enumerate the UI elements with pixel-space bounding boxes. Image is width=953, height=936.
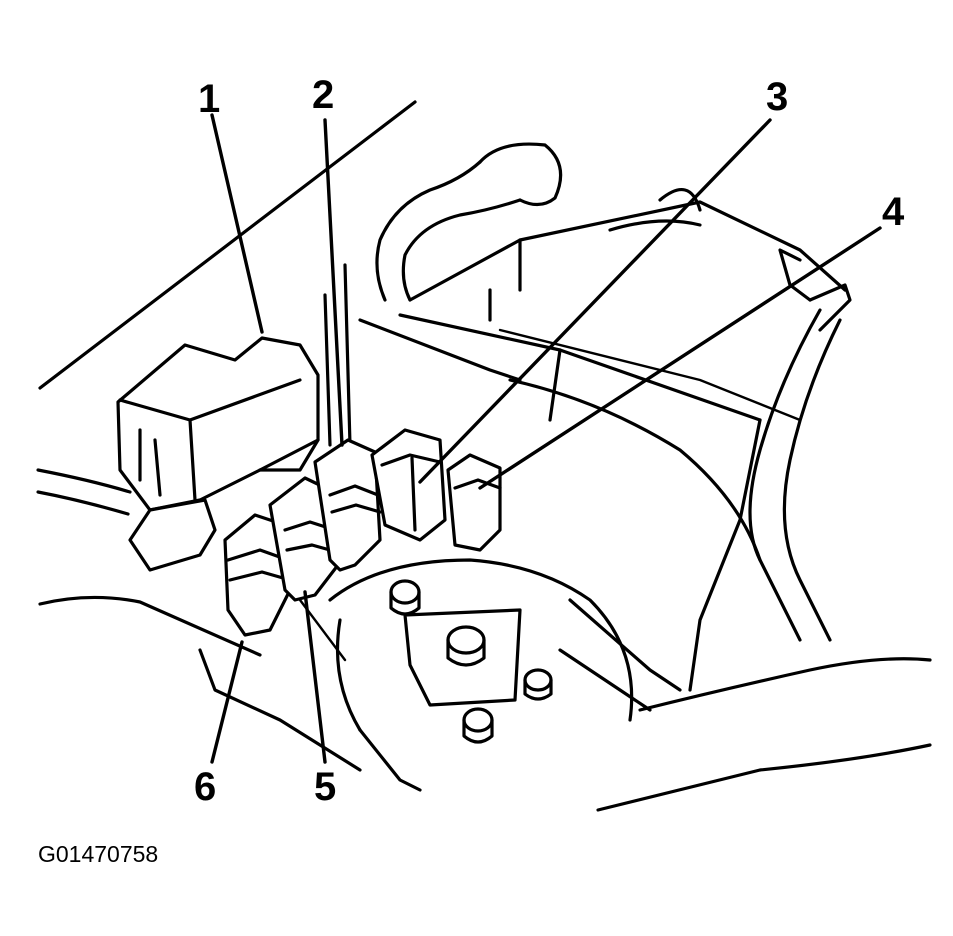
relay-icon-4 (446, 453, 502, 552)
hood-edge-lines (36, 100, 417, 657)
battery-icon (398, 188, 852, 692)
leader-5 (303, 590, 327, 764)
relay-icon-2 (313, 438, 382, 572)
callout-6: 6 (194, 765, 216, 809)
relay-icon-3 (370, 428, 447, 542)
callout-leaders (210, 113, 882, 764)
leader-4 (478, 226, 882, 490)
callout-4: 4 (882, 190, 905, 234)
leader-2 (323, 118, 344, 447)
fuse-box-icon (116, 336, 320, 572)
wiring-harness-icon (323, 142, 842, 642)
callout-3: 3 (766, 75, 788, 119)
callout-2: 2 (312, 73, 334, 117)
leader-6 (210, 640, 244, 764)
callout-5: 5 (314, 765, 336, 809)
leader-1 (210, 113, 264, 334)
figure-id: G01470758 (38, 841, 158, 867)
strut-tower-icon (198, 558, 932, 812)
callout-1: 1 (198, 77, 220, 121)
leader-3 (418, 118, 772, 484)
